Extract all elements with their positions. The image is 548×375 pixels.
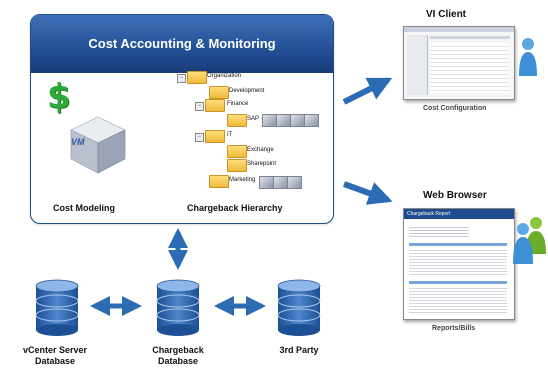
panel-title: Cost Accounting & Monitoring xyxy=(31,15,333,73)
finance-label: Finance xyxy=(227,101,249,107)
web-browser-title: Web Browser xyxy=(423,190,487,201)
users-group-icon xyxy=(513,217,546,264)
vcenter-database-icon xyxy=(35,279,79,336)
vm-small-icon xyxy=(287,176,302,189)
vi-client-screenshot xyxy=(403,26,515,100)
chargeback-database-label: Chargeback Database xyxy=(152,345,204,366)
reports-bills-caption: Reports/Bills xyxy=(432,325,476,332)
folder-icon-organization xyxy=(187,71,207,84)
folder-icon-finance xyxy=(205,99,225,112)
marketing-label: Marketing xyxy=(229,177,256,183)
vm-small-icon xyxy=(276,114,291,127)
report-screenshot: Chargeback Report xyxy=(403,208,515,320)
vi-client-title: VI Client xyxy=(426,9,467,20)
org-label: Organization xyxy=(207,73,242,79)
cost-accounting-panel: Cost Accounting & Monitoring $ VM − Orga… xyxy=(30,14,334,224)
chargeback-database-icon xyxy=(156,279,200,336)
chargeback-hierarchy-label: Chargeback Hierarchy xyxy=(187,203,283,213)
vm-label: VM xyxy=(71,137,85,147)
exchange-label: Exchange xyxy=(247,147,274,153)
vm-small-icon xyxy=(290,114,305,127)
third-party-database-icon xyxy=(277,279,321,336)
folder-icon-sap xyxy=(227,114,247,127)
collapse-finance-icon[interactable]: − xyxy=(195,102,204,111)
vm-small-icon xyxy=(273,176,288,189)
third-party-label: 3rd Party xyxy=(279,345,319,355)
folder-icon-sharepoint xyxy=(227,159,247,172)
user-icon xyxy=(519,38,537,76)
report-header: Chargeback Report xyxy=(404,209,514,219)
folder-icon-it xyxy=(205,130,225,143)
cost-modeling-label: Cost Modeling xyxy=(53,203,115,213)
vm-cube-icon xyxy=(70,116,126,174)
panel-to-vi-client-arrow xyxy=(342,77,393,105)
it-label: IT xyxy=(227,132,233,138)
sap-label: SAP xyxy=(247,116,260,122)
vcenter-database-label: vCenter Server Database xyxy=(22,345,88,366)
folder-icon-exchange xyxy=(227,145,247,158)
dollar-icon: $ xyxy=(47,77,71,117)
sharepoint-label: Sharepoint xyxy=(247,161,277,167)
folder-icon-development xyxy=(209,86,229,99)
development-label: Development xyxy=(229,88,265,94)
vm-small-icon xyxy=(304,114,319,127)
collapse-it-icon[interactable]: − xyxy=(195,133,204,142)
cost-configuration-caption: Cost Configuration xyxy=(423,105,487,112)
panel-to-web-browser-arrow xyxy=(342,181,393,205)
folder-icon-marketing xyxy=(209,175,229,188)
vm-small-icon xyxy=(262,114,277,127)
collapse-org-icon[interactable]: − xyxy=(177,74,186,83)
vm-small-icon xyxy=(259,176,274,189)
